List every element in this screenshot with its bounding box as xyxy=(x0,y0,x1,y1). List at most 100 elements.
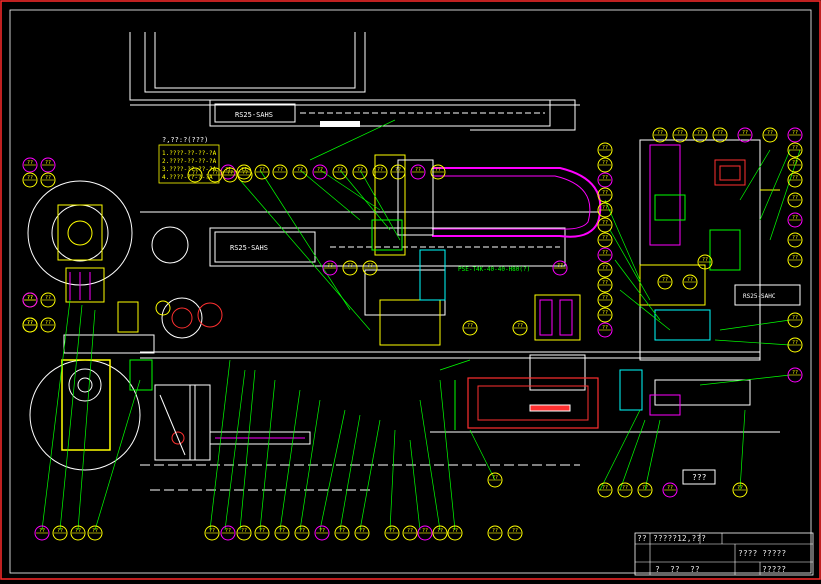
bottom-row-balloon-label: ?? xyxy=(241,528,247,534)
notes-title: ?,??:?(???) xyxy=(162,136,208,144)
center-column xyxy=(364,154,446,346)
callout-balloon xyxy=(597,187,613,203)
right-column-balloon-label: ?? xyxy=(792,160,798,166)
callout-balloon xyxy=(597,307,613,323)
bottom-row-balloon-label: ?? xyxy=(452,528,458,534)
center-lift-unit xyxy=(529,294,586,391)
left-column-balloon-label: ?? xyxy=(45,295,51,301)
middle-rail-assembly: RS25-SAHS xyxy=(140,211,780,433)
bottom-row-balloon-label: ?? xyxy=(209,528,215,534)
left-column-balloon-label: ?? xyxy=(27,320,33,326)
callout-balloon xyxy=(597,142,613,158)
top-row-balloon xyxy=(390,164,406,180)
callout-balloon-label: ?? xyxy=(737,485,743,491)
bottom-row-balloon-label: ?? xyxy=(319,528,325,534)
callout-balloon xyxy=(187,167,203,183)
bottom-row-balloon xyxy=(236,525,252,541)
reference-circle xyxy=(151,226,189,264)
top-row-balloon xyxy=(332,164,348,180)
bottom-row-balloon xyxy=(254,525,270,541)
title-block-cell-3: ?? xyxy=(670,565,680,574)
callout-balloon-label: ?? xyxy=(602,235,608,241)
callout-balloon-label: ?? xyxy=(602,205,608,211)
left-column-balloon xyxy=(40,292,56,308)
callout-balloon xyxy=(597,482,613,498)
top-row-balloon-label: ?? xyxy=(415,167,421,173)
callout-balloon-label: ?? xyxy=(212,170,218,176)
callout-balloon-label: ?? xyxy=(677,130,683,136)
callout-balloon xyxy=(682,274,698,290)
right-column-balloon-label: ?? xyxy=(792,315,798,321)
balloon-markers: ????????????????????????????????????????… xyxy=(22,127,803,541)
notes-line-2: 2.????-??-??-?A xyxy=(162,158,217,165)
callout-balloon xyxy=(597,262,613,278)
top-row-balloon-label: ?? xyxy=(317,167,323,173)
right-column-balloon xyxy=(787,337,803,353)
top-row-balloon-label: ?? xyxy=(259,167,265,173)
top-row-balloon-label: ?? xyxy=(435,167,441,173)
callout-balloon-label: ?? xyxy=(517,323,523,329)
callout-balloon-label: ?? xyxy=(327,263,333,269)
callout-balloon xyxy=(662,482,678,498)
callout-balloon xyxy=(597,277,613,293)
top-row-balloon-label: ?? xyxy=(357,167,363,173)
right-column-balloon-label: ?? xyxy=(792,340,798,346)
bottom-row-balloon xyxy=(447,525,463,541)
callout-balloon-label: ?? xyxy=(467,323,473,329)
callout-balloon-label: ?? xyxy=(602,485,608,491)
top-row-balloon xyxy=(410,164,426,180)
bottom-row-balloon xyxy=(204,525,220,541)
title-block-title: ???? ????? xyxy=(738,549,786,558)
left-feed-mechanism xyxy=(63,267,223,391)
callout-balloon xyxy=(512,320,528,336)
callout-balloon-label: ?? xyxy=(347,263,353,269)
top-row-balloon-label: ?? xyxy=(225,167,231,173)
bottom-row-balloon-label: ?? xyxy=(299,528,305,534)
left-column-balloon-label: ?? xyxy=(27,175,33,181)
callout-balloon xyxy=(462,320,478,336)
right-slide-tag: RS25-SAHC xyxy=(743,293,776,300)
right-column-balloon xyxy=(787,172,803,188)
bottom-row-balloon-label: ?? xyxy=(422,528,428,534)
callout-balloon-label: ?? xyxy=(192,170,198,176)
bottom-row-balloon-label: ?? xyxy=(92,528,98,534)
callout-balloon-label: ?? xyxy=(602,265,608,271)
top-linear-slide: RS25-SAHS xyxy=(209,99,551,127)
left-column-balloon xyxy=(40,317,56,333)
title-block-drawing-no: ?????12,??? xyxy=(653,534,706,543)
bottom-row-balloon-label: ?? xyxy=(407,528,413,534)
callout-balloon-label: ?? xyxy=(667,485,673,491)
callout-balloon xyxy=(637,482,653,498)
callout-balloon-label: ?? xyxy=(242,170,248,176)
callout-balloon xyxy=(657,274,673,290)
title-block-scale: ????? xyxy=(762,565,786,574)
callout-balloon-label: ?? xyxy=(662,277,668,283)
callout-balloon xyxy=(597,292,613,308)
right-column-balloon-label: ?? xyxy=(792,130,798,136)
bottom-row-balloon-label: ?? xyxy=(512,528,518,534)
callout-balloon-label: ?? xyxy=(492,475,498,481)
left-column-balloon xyxy=(40,157,56,173)
callout-balloon xyxy=(322,260,338,276)
callout-balloon-label: ?? xyxy=(602,250,608,256)
bottom-row-balloon xyxy=(52,525,68,541)
right-column-balloon xyxy=(787,127,803,143)
callout-balloon xyxy=(692,127,708,143)
callout-balloon xyxy=(652,127,668,143)
left-column-balloon-label: ?? xyxy=(45,175,51,181)
callout-balloon xyxy=(597,202,613,218)
callout-balloon-label: ?? xyxy=(27,295,33,301)
top-row-balloon xyxy=(430,164,446,180)
top-row-balloon xyxy=(292,164,308,180)
callout-balloon-label: ?? xyxy=(767,130,773,136)
callout-balloon xyxy=(342,260,358,276)
right-column-balloon xyxy=(787,232,803,248)
lower-left-reel xyxy=(29,359,141,471)
mid-slide-tag: RS25-SAHS xyxy=(230,244,268,252)
cylinder-tag: PSE-T4K-40-40-H80(?) xyxy=(458,266,530,273)
callout-balloon-label: ?? xyxy=(602,220,608,226)
cylinder-unit: PSE-T4K-40-40-H80(?) xyxy=(454,266,599,430)
bottom-row-balloon-label: ?? xyxy=(39,528,45,534)
